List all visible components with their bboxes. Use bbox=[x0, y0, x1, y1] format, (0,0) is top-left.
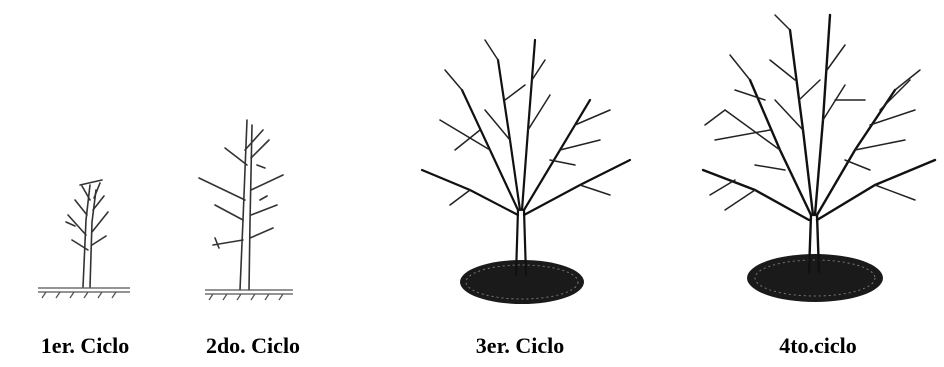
tree-cycle-3-illustration bbox=[410, 0, 650, 310]
tree-cycle-2-illustration bbox=[185, 0, 315, 310]
label-cycle-4: 4to.ciclo bbox=[779, 333, 857, 359]
label-cycle-2: 2do. Ciclo bbox=[206, 333, 300, 359]
tree-cycle-1-illustration bbox=[20, 0, 150, 310]
label-cycle-3: 3er. Ciclo bbox=[476, 333, 564, 359]
label-cycle-1: 1er. Ciclo bbox=[41, 333, 129, 359]
tree-cycle-4-illustration bbox=[695, 0, 944, 310]
